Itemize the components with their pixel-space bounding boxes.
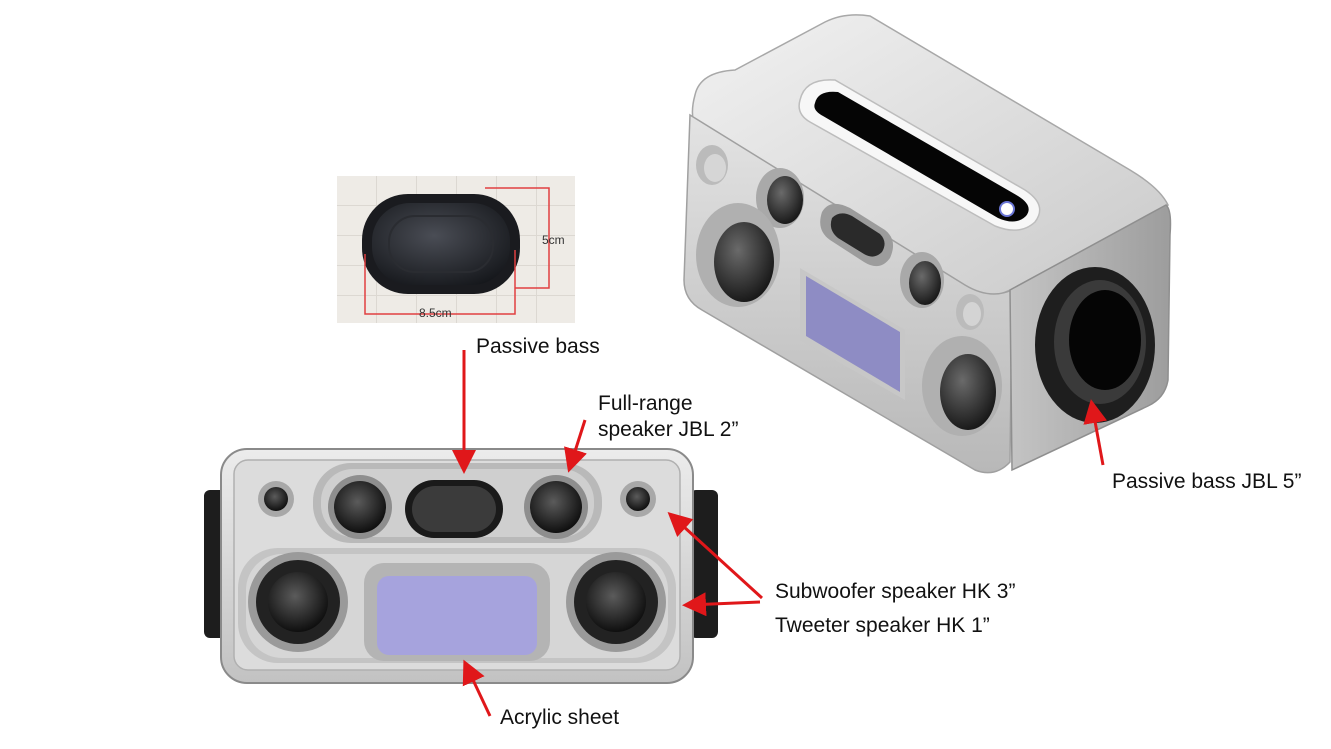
arrow-tweeter	[667, 511, 764, 600]
label-acrylic-sheet: Acrylic sheet	[500, 706, 620, 729]
passive-bass-photo-image: 5cm 8.5cm	[337, 176, 575, 323]
height-dimension-label: 5cm	[542, 233, 565, 247]
acrylic-sheet-panel	[377, 576, 537, 655]
isometric-speaker-render	[683, 14, 1172, 474]
front-view-speaker	[204, 448, 718, 684]
passive-bass-photo: 5cm 8.5cm	[337, 176, 575, 323]
label-full-range-line1: Full-range	[598, 392, 693, 415]
arrow-full-range	[564, 419, 587, 473]
arrow-passive-bass-jbl	[1083, 399, 1108, 466]
label-passive-bass-jbl: Passive bass JBL 5”	[1112, 470, 1302, 493]
label-passive-bass: Passive bass	[476, 335, 600, 358]
front-driver-cluster	[696, 145, 1002, 436]
arrow-acrylic	[462, 659, 492, 717]
label-subwoofer: Subwoofer speaker HK 3”	[775, 580, 1016, 603]
label-full-range-line2: speaker JBL 2”	[598, 418, 739, 441]
dimension-lines	[364, 187, 550, 315]
label-tweeter: Tweeter speaker HK 1”	[775, 614, 990, 637]
arrow-subwoofer	[682, 592, 761, 617]
width-dimension-label: 8.5cm	[419, 306, 452, 320]
